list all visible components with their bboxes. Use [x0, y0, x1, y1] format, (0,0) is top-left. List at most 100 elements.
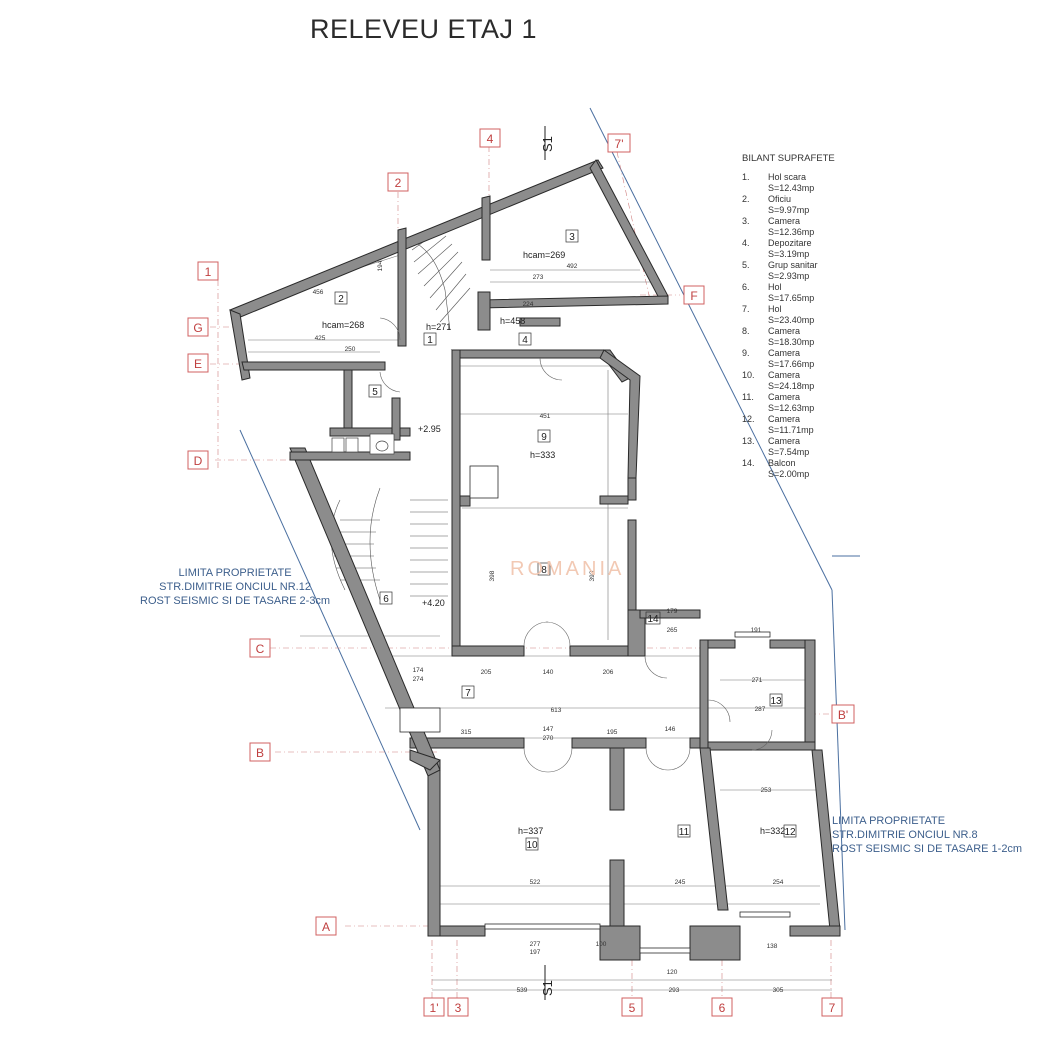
walls — [229, 159, 841, 961]
height-room-1: h=271 — [426, 322, 451, 332]
dimension-label: 274 — [413, 676, 424, 683]
grid-label-top-7p: 7' — [615, 137, 624, 151]
dimension-label: 293 — [669, 987, 680, 994]
note-left-line: ROST SEISMIC SI DE TASARE 2-3cm — [140, 595, 331, 607]
staircase-upper — [409, 229, 471, 331]
dimension-labels: 451 613 522 245 254 539 293 305 147 270 … — [313, 260, 784, 994]
dimension-label: 100 — [596, 941, 607, 948]
legend-item-area: S=23.40mp — [768, 315, 815, 325]
legend-item-area-row: S=24.18mp — [742, 381, 835, 392]
legend-item-area-row: S=12.36mp — [742, 227, 835, 238]
level-mark-2: +4.20 — [422, 598, 445, 608]
room-number-14: 14 — [647, 614, 659, 625]
dimension-label: 253 — [761, 787, 772, 794]
legend-item-area: S=18.30mp — [768, 337, 815, 347]
legend-item-name: Camera — [768, 392, 801, 402]
legend-spacer — [742, 315, 768, 326]
legend-item-name: Hol — [768, 304, 782, 314]
legend-item-number: 7. — [742, 304, 750, 314]
legend-item-area: S=9.97mp — [768, 205, 810, 215]
room-number-7: 7 — [465, 688, 471, 699]
room-number-11: 11 — [679, 827, 690, 838]
room-number-13: 13 — [770, 696, 782, 707]
legend-item-name: Hol — [768, 282, 782, 292]
dimension-label: 451 — [540, 413, 551, 420]
legend-item-number: 1. — [742, 172, 750, 182]
grid-label-right-f: F — [690, 289, 697, 303]
legend-item-area-row: S=17.66mp — [742, 359, 835, 370]
grid-label-bottom-7: 7 — [829, 1001, 836, 1015]
section-mark-top: S1 — [540, 136, 555, 152]
grid-label-top-1: 1 — [205, 265, 212, 279]
legend-item-area: S=2.93mp — [768, 271, 810, 281]
grid-label-bottom-6: 6 — [719, 1001, 726, 1015]
dimension-label: 224 — [523, 301, 534, 308]
grid-label-bottom-5: 5 — [629, 1001, 636, 1015]
legend-item-area-row: S=12.43mp — [742, 183, 835, 194]
legend-item-area: S=17.65mp — [768, 293, 815, 303]
legend-spacer — [742, 227, 768, 238]
dimension-label: 146 — [665, 726, 676, 733]
legend-item-area: S=11.71mp — [768, 425, 814, 435]
grid-label-left-c: C — [256, 642, 265, 656]
dimension-label: 492 — [567, 263, 578, 270]
legend-item-name: Camera — [768, 414, 801, 424]
dimension-label: 393 — [589, 570, 596, 581]
legend-item: 7. Hol — [742, 304, 835, 315]
dimension-label: 245 — [675, 879, 686, 886]
legend-item: 1.Hol scara — [742, 172, 835, 183]
dimension-label: 197 — [530, 949, 541, 956]
legend-item: 12.Camera — [742, 414, 835, 425]
legend-spacer — [742, 249, 768, 260]
dimension-label: 271 — [752, 677, 763, 684]
legend-item: 5.Grup sanitar — [742, 260, 835, 271]
legend-item-area: S=3.19mp — [768, 249, 810, 259]
room-number-12: 12 — [784, 827, 796, 838]
legend-item-area-row: S=2.00mp — [742, 469, 835, 480]
property-limit-lines — [239, 107, 860, 931]
dimension-label: 254 — [773, 879, 784, 886]
grid-label-left-a: A — [322, 920, 330, 934]
legend-item-area: S=24.18mp — [768, 381, 815, 391]
legend-item-number: 2. — [742, 194, 750, 204]
legend-item-area-row: S=2.93mp — [742, 271, 835, 282]
room-number-6: 6 — [383, 594, 389, 605]
legend-item: 8.Camera — [742, 326, 835, 337]
legend-item-number: 6. — [742, 282, 750, 292]
height-room-9: h=333 — [530, 450, 555, 460]
legend-item-number: 14. — [742, 458, 755, 468]
gridline-labels: 1 2 4 7' G E D C B A F B' 1' 3 5 6 7 — [193, 132, 848, 1015]
grid-label-top-4: 4 — [487, 132, 494, 146]
dimension-label: 205 — [481, 669, 492, 676]
legend-item-name: Oficiu — [768, 194, 792, 204]
room-number-4: 4 — [522, 335, 528, 346]
legend-spacer — [742, 403, 768, 414]
property-note-left: LIMITA PROPRIETATE STR.DIMITRIE ONCIUL N… — [140, 566, 330, 608]
room-number-10: 10 — [526, 840, 538, 851]
legend-item-area-row: S=9.97mp — [742, 205, 835, 216]
room-number-8: 8 — [541, 565, 547, 576]
dimension-label: 265 — [667, 627, 678, 634]
legend-item-area: S=2.00mp — [768, 469, 810, 479]
drawing-title: RELEVEU ETAJ 1 — [310, 14, 538, 44]
room-number-1: 1 — [427, 335, 433, 346]
legend-item: 4.Depozitare — [742, 238, 835, 249]
legend-spacer — [742, 447, 768, 458]
room-number-5: 5 — [372, 387, 378, 398]
grid-label-left-g: G — [193, 321, 202, 335]
height-room-12: h=332 — [760, 826, 785, 836]
dimension-label: 147 — [543, 726, 554, 733]
legend-item-area-row: S=17.65mp — [742, 293, 835, 304]
legend-item-area: S=7.54mp — [768, 447, 810, 457]
legend-item-name: Camera — [768, 348, 801, 358]
legend-heading: BILANT SUPRAFETE — [742, 153, 835, 164]
height-room-4: h=458 — [500, 316, 525, 326]
legend-item-number: 9. — [742, 348, 750, 358]
legend-item-number: 5. — [742, 260, 750, 270]
legend-item: 3.Camera — [742, 216, 835, 227]
height-room-3: hcam=269 — [523, 250, 565, 260]
grid-label-left-d: D — [194, 454, 203, 468]
dimension-label: 138 — [767, 943, 778, 950]
dimension-label: 191 — [751, 627, 762, 634]
